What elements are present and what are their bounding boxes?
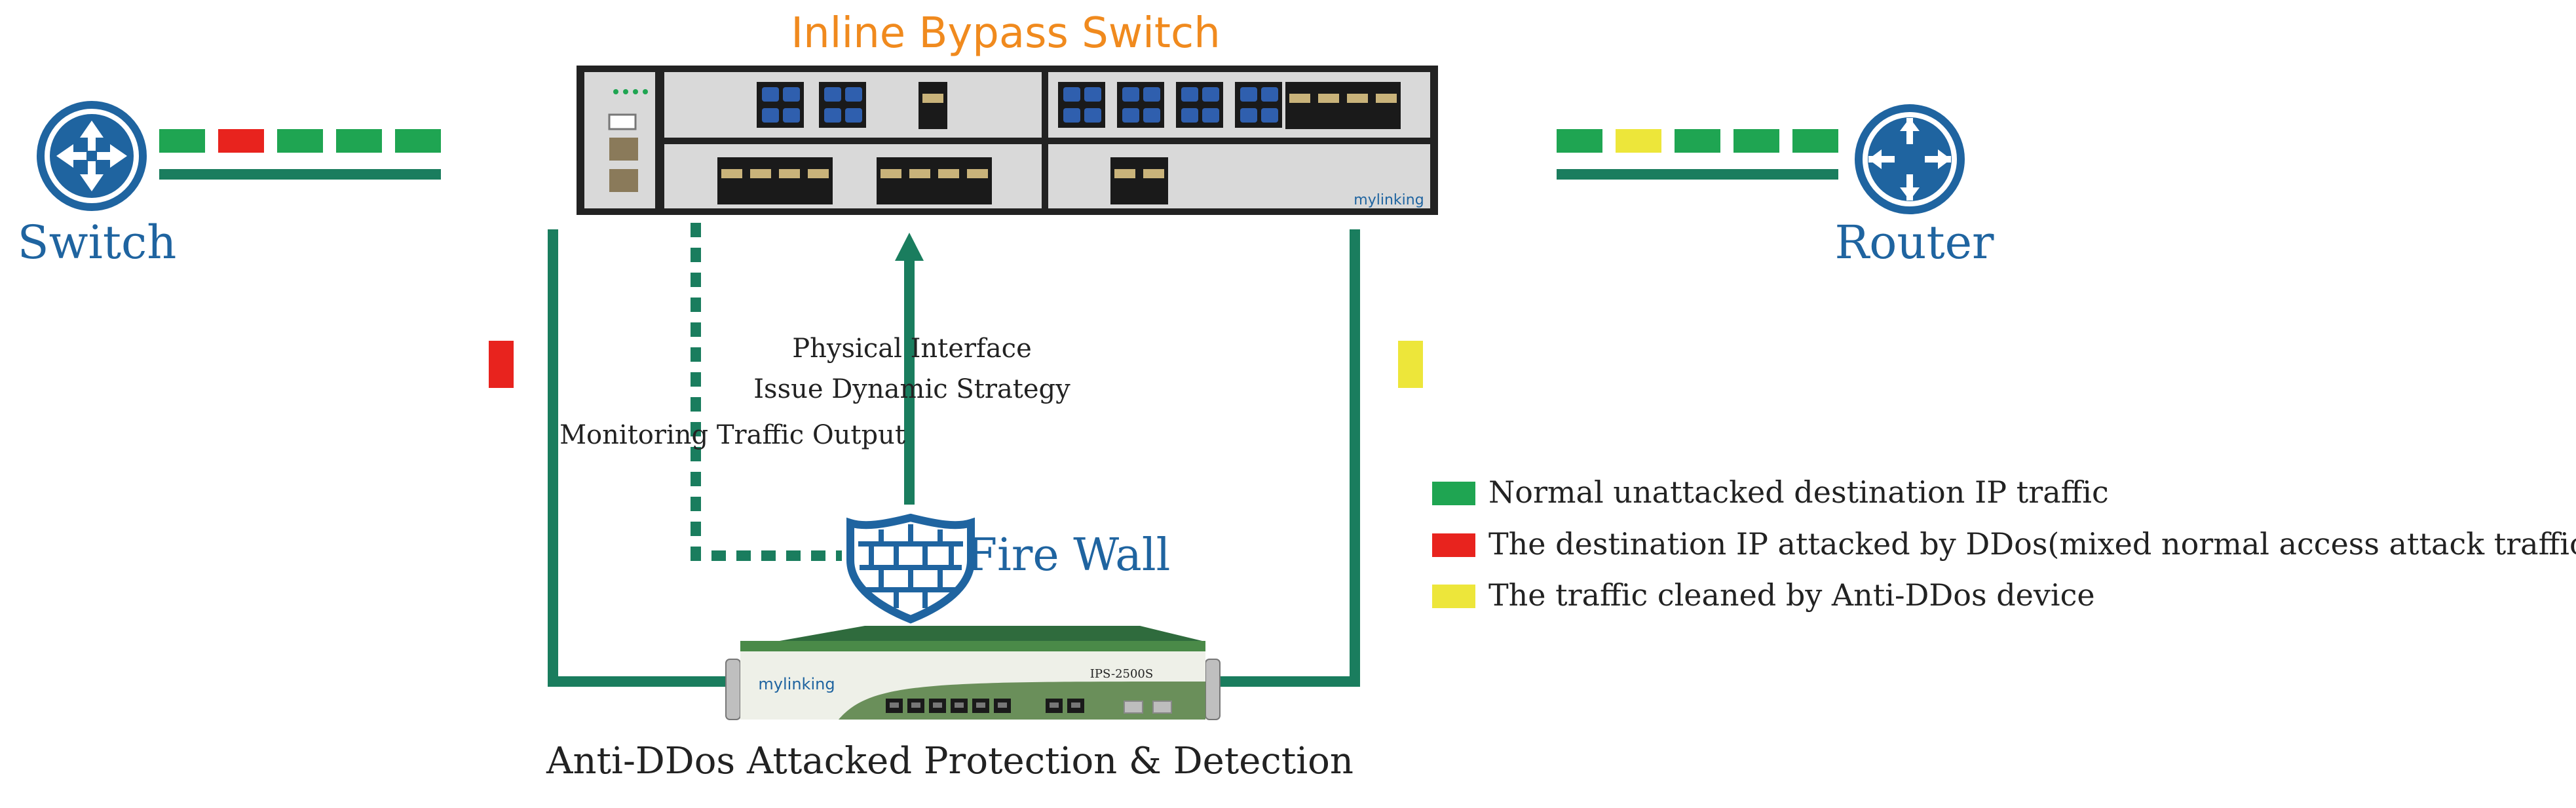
traffic-left-block-0 — [159, 129, 205, 153]
legend-label-cleaned: The traffic cleaned by Anti-DDos device — [1488, 577, 2095, 613]
traffic-left — [159, 129, 441, 153]
edge-label-monitoring: Monitoring Traffic Output — [559, 420, 905, 450]
legend-label-attacked: The destination IP attacked by DDos(mixe… — [1488, 526, 2576, 562]
sfp-port — [1124, 701, 1143, 714]
bypass-switch-brand: mylinking — [1354, 192, 1424, 208]
anti-ddos-brand: mylinking — [758, 675, 835, 693]
traffic-right-block-3 — [1733, 129, 1779, 153]
sfp-port-cluster — [1110, 157, 1168, 204]
legend-label-normal: Normal unattacked destination IP traffic — [1488, 474, 2109, 510]
switch-icon — [37, 101, 147, 211]
bypass-switch-device: mylinking — [577, 66, 1438, 215]
router-icon — [1855, 104, 1965, 214]
fiber-port-cluster — [1176, 82, 1223, 128]
sfp-port-cluster — [919, 82, 947, 129]
anti-ddos-device: mylinking IPS-2500S — [725, 626, 1221, 720]
link-left-bypass — [548, 229, 730, 687]
legend-swatch-cleaned — [1432, 585, 1475, 608]
sfp-port — [1152, 701, 1172, 714]
switch-label: Switch — [18, 216, 177, 269]
firewall-icon — [846, 513, 975, 624]
edge-label-physical: Physical Interface — [792, 334, 1032, 364]
traffic-line-left — [159, 169, 441, 180]
legend-swatch-attacked — [1432, 533, 1475, 557]
traffic-right-block-0 — [1557, 129, 1602, 153]
fiber-port-cluster — [757, 82, 804, 128]
traffic-left-block-1 — [218, 129, 264, 153]
traffic-line-right — [1557, 169, 1838, 180]
link-right-bypass — [1215, 229, 1360, 687]
traffic-right-block-4 — [1792, 129, 1838, 153]
sfp-port-cluster — [717, 157, 833, 204]
firewall-label: Fire Wall — [966, 529, 1170, 581]
router-label: Router — [1835, 216, 1994, 269]
traffic-left-block-3 — [336, 129, 382, 153]
traffic-right — [1557, 129, 1838, 153]
sfp-port-cluster — [877, 157, 992, 204]
anti-ddos-label: Anti-DDos Attacked Protection & Detectio… — [546, 740, 1354, 782]
sfp-port-cluster — [1285, 82, 1401, 129]
traffic-left-block-2 — [277, 129, 323, 153]
anti-ddos-model: IPS-2500S — [1090, 667, 1153, 681]
link-monitoring — [691, 223, 842, 561]
fiber-port-cluster — [1235, 82, 1282, 128]
fiber-port-cluster — [1058, 82, 1105, 128]
legend-swatch-normal — [1432, 482, 1475, 505]
cleaned-traffic-marker — [1398, 341, 1423, 388]
traffic-left-block-4 — [395, 129, 441, 153]
diagram-title: Inline Bypass Switch — [791, 9, 1221, 58]
attacked-traffic-marker — [489, 341, 514, 388]
legend: Normal unattacked destination IP traffic… — [1432, 474, 2576, 613]
traffic-right-block-2 — [1675, 129, 1720, 153]
edge-label-strategy: Issue Dynamic Strategy — [753, 374, 1070, 404]
fiber-port-cluster — [1117, 82, 1164, 128]
strategy-arrowhead — [895, 233, 924, 261]
traffic-right-block-1 — [1616, 129, 1661, 153]
fiber-port-cluster — [819, 82, 866, 128]
